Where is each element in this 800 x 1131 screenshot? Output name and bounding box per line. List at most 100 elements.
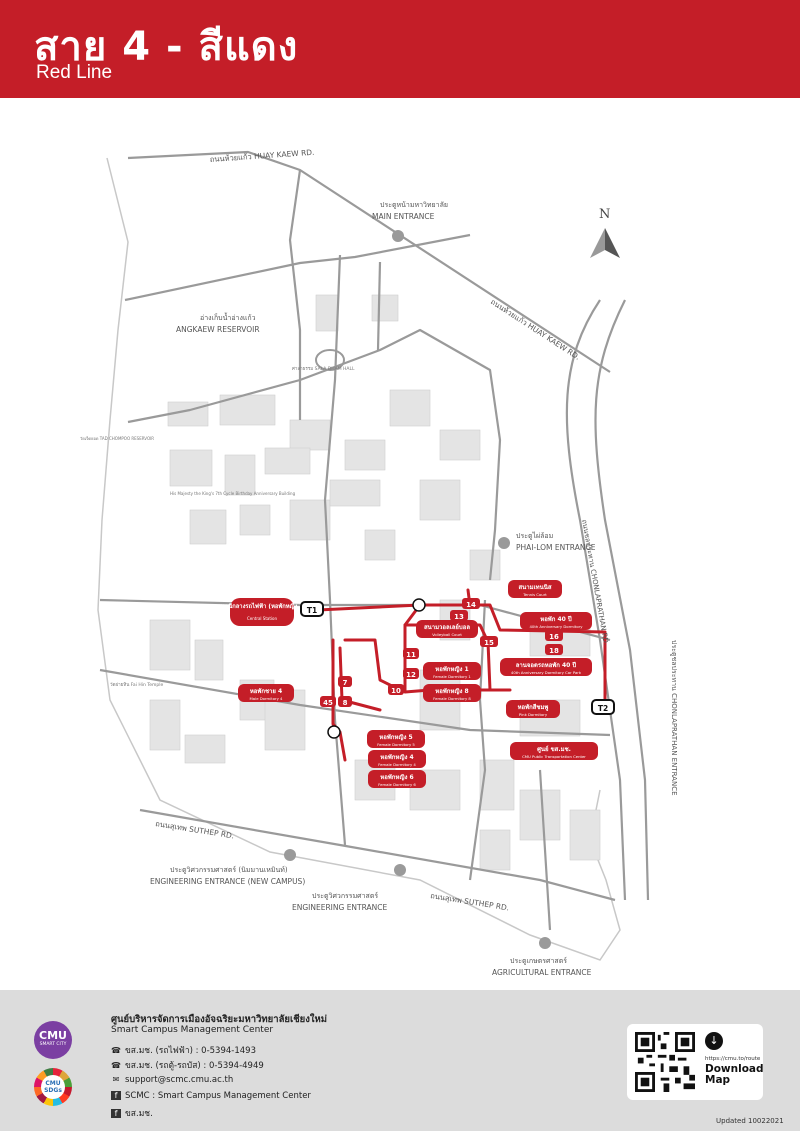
stop-number-8[interactable]: 8 bbox=[338, 696, 352, 707]
svg-text:สนามเทนนิส: สนามเทนนิส bbox=[519, 583, 552, 591]
gate-icon bbox=[284, 849, 296, 861]
terminal-t1[interactable]: T1 bbox=[300, 601, 324, 617]
svg-text:Female Dormitory 1: Female Dormitory 1 bbox=[433, 674, 471, 679]
svg-text:หอพักหญิง 5: หอพักหญิง 5 bbox=[379, 733, 412, 741]
svg-text:หอพักหญิง 8: หอพักหญิง 8 bbox=[435, 687, 468, 695]
stop-cmu-transport-center[interactable]: ศูนย์ ขส.มช. CMU Public Transportation C… bbox=[510, 742, 598, 760]
svg-text:Pink Dormitory: Pink Dormitory bbox=[519, 712, 548, 717]
campus-boundary bbox=[97, 157, 621, 961]
svg-text:Volleyball Court: Volleyball Court bbox=[432, 632, 462, 637]
svg-text:45: 45 bbox=[323, 699, 333, 707]
svg-text:8: 8 bbox=[343, 699, 348, 707]
svg-text:Male Dormitory 4: Male Dormitory 4 bbox=[250, 696, 284, 701]
entrance-eng[interactable]: ประตูวิศวกรรมศาสตร์ ENGINEERING ENTRANCE bbox=[292, 864, 406, 912]
stop-number-15[interactable]: 15 bbox=[480, 636, 498, 647]
stop-number-11[interactable]: 11 bbox=[403, 648, 419, 659]
download-card[interactable]: ↓ https://cmu.to/route Download Map bbox=[627, 1024, 764, 1100]
svg-text:PHAI-LOM ENTRANCE: PHAI-LOM ENTRANCE bbox=[516, 543, 596, 552]
svg-text:ประตูหน้ามหาวิทยาลัย: ประตูหน้ามหาวิทยาลัย bbox=[380, 201, 448, 209]
svg-text:Female Dormitory 8: Female Dormitory 8 bbox=[433, 696, 471, 701]
download-icon[interactable]: ↓ bbox=[705, 1032, 723, 1050]
phone-row-2[interactable]: ☎ขส.มช. (รถตู้-รถบัส) : 0-5394-4949 bbox=[111, 1061, 264, 1071]
cmu-smart-city-logo: CMU SMART CITY bbox=[34, 1021, 72, 1059]
svg-text:Female Dormitory 4: Female Dormitory 4 bbox=[378, 762, 416, 767]
header-banner: สาย 4 - สีแดง Red Line bbox=[0, 0, 800, 98]
landmark-sala-dham: ศาลาธรรม SALA DHAM HALL bbox=[292, 366, 355, 372]
svg-text:ประตูเกษตรศาสตร์: ประตูเกษตรศาสตร์ bbox=[510, 957, 567, 965]
svg-text:CMU Public Transportation Cent: CMU Public Transportation Center bbox=[522, 754, 586, 759]
stop-central-station[interactable]: สถานีกลางรถไฟฟ้า (หอพักหญิง 3) Central S… bbox=[218, 598, 306, 626]
stop-number-16[interactable]: 16 bbox=[545, 630, 563, 641]
sala-dham-circle bbox=[315, 349, 345, 371]
gate-icon bbox=[498, 537, 510, 549]
stop-female-dorm-6[interactable]: หอพักหญิง 6 Female Dormitory 6 bbox=[368, 770, 426, 788]
stop-pink-dormitory[interactable]: หอพักสีชมพู Pink Dormitory bbox=[506, 700, 560, 718]
stop-40th-dormitory[interactable]: หอพัก 40 ปี 40th Anniversary Dormitory bbox=[520, 612, 592, 630]
download-url[interactable]: https://cmu.to/route bbox=[705, 1056, 761, 1062]
svg-text:Central Station: Central Station bbox=[247, 616, 278, 621]
phone-row-1[interactable]: ☎ขส.มช. (รถไฟฟ้า) : 0-5394-1493 bbox=[111, 1046, 256, 1056]
svg-text:หอพักหญิง 6: หอพักหญิง 6 bbox=[380, 773, 413, 781]
gate-icon bbox=[539, 937, 551, 949]
svg-text:สนามวอลเลย์บอล: สนามวอลเลย์บอล bbox=[424, 623, 470, 631]
svg-text:18: 18 bbox=[549, 647, 559, 655]
stop-number-18[interactable]: 18 bbox=[545, 644, 563, 655]
svg-text:10: 10 bbox=[391, 687, 401, 695]
svg-text:14: 14 bbox=[466, 601, 476, 609]
facebook-icon: f bbox=[111, 1109, 121, 1118]
road-label-chonlaprathan-entrance: ประตูชลประทาน CHONLAPRATHAN ENTRANCE bbox=[670, 640, 678, 796]
stop-female-dorm-8[interactable]: หอพักหญิง 8 Female Dormitory 8 bbox=[423, 684, 481, 702]
line-title-th: สาย 4 - สีแดง bbox=[34, 24, 299, 70]
road-label-suthep-left: ถนนสุเทพ SUTHEP RD. bbox=[155, 819, 235, 840]
stop-number-14[interactable]: 14 bbox=[462, 598, 480, 609]
email-icon: ✉ bbox=[112, 1075, 120, 1084]
email-row[interactable]: ✉support@scmc.cmu.ac.th bbox=[112, 1075, 234, 1085]
cmu-sdgs-logo: CMU SDGs bbox=[34, 1068, 72, 1106]
campus-map[interactable]: ถนนห้วยแก้ว HUAY KAEW RD. ถนนห้วยแก้ว HU… bbox=[0, 98, 800, 990]
svg-text:ประตูวิศวกรรมศาสตร์ (นิมมานเหม: ประตูวิศวกรรมศาสตร์ (นิมมานเหมินท์) bbox=[170, 866, 288, 874]
svg-text:อ่างเก็บน้ำอ่างแก้ว: อ่างเก็บน้ำอ่างแก้ว bbox=[200, 311, 256, 322]
line-title-en: Red Line bbox=[36, 62, 113, 83]
gate-icon bbox=[392, 230, 404, 242]
org-name-th: ศูนย์บริหารจัดการเมืองอัจฉริยะมหาวิทยาลั… bbox=[111, 1014, 328, 1025]
stop-female-dorm-1[interactable]: หอพักหญิง 1 Female Dormitory 1 bbox=[423, 662, 481, 680]
svg-text:ENGINEERING ENTRANCE: ENGINEERING ENTRANCE bbox=[292, 903, 388, 912]
svg-text:Female Dormitory 6: Female Dormitory 6 bbox=[378, 782, 416, 787]
landmark-fai-hin: วัดฝายหิน Fai Hin Temple bbox=[110, 682, 163, 688]
updated-date: Updated 10022021 bbox=[716, 1117, 784, 1125]
entrance-main[interactable]: ประตูหน้ามหาวิทยาลัย MAIN ENTRANCE bbox=[372, 201, 448, 242]
svg-text:N: N bbox=[599, 207, 610, 222]
svg-text:40th Anniversary Dormitory Car: 40th Anniversary Dormitory Car Park bbox=[511, 670, 582, 675]
download-map-label: Download Map bbox=[705, 1063, 764, 1086]
road-label-huay-kaew-right: ถนนห้วยแก้ว HUAY KAEW RD. bbox=[489, 297, 582, 362]
stop-number-7[interactable]: 7 bbox=[338, 676, 352, 687]
svg-text:Female Dormitory 5: Female Dormitory 5 bbox=[377, 742, 415, 747]
stop-number-45[interactable]: 45 bbox=[320, 696, 336, 707]
svg-text:MAIN ENTRANCE: MAIN ENTRANCE bbox=[372, 212, 435, 221]
svg-text:หอพักชาย 4: หอพักชาย 4 bbox=[250, 687, 282, 695]
entrance-phai-lom[interactable]: ประตูไผ่ล้อม PHAI-LOM ENTRANCE bbox=[498, 531, 596, 552]
stop-female-dorm-5[interactable]: หอพักหญิง 5 Female Dormitory 5 bbox=[367, 730, 425, 748]
entrance-agri[interactable]: ประตูเกษตรศาสตร์ AGRICULTURAL ENTRANCE bbox=[492, 937, 592, 977]
svg-text:T1: T1 bbox=[307, 606, 317, 615]
stop-male-dorm-4[interactable]: หอพักชาย 4 Male Dormitory 4 bbox=[238, 684, 294, 702]
road-label-suthep-bottom: ถนนสุเทพ SUTHEP RD. bbox=[430, 891, 510, 912]
landmark-angkaew: อ่างเก็บน้ำอ่างแก้ว ANGKAEW RESERVOIR bbox=[176, 311, 260, 334]
landmark-tad-chompoo: วัดเจ็ดยอด TAD CHOMPOO RESERVOIR bbox=[80, 435, 154, 441]
svg-text:40th Anniversary Dormitory: 40th Anniversary Dormitory bbox=[530, 624, 584, 629]
stop-tennis-court[interactable]: สนามเทนนิส Tennis Court bbox=[508, 580, 562, 598]
svg-text:ประตูไผ่ล้อม: ประตูไผ่ล้อม bbox=[516, 531, 553, 540]
stop-40th-dormitory-car-park[interactable]: ลานจอดรถหอพัก 40 ปี 40th Anniversary Dor… bbox=[500, 658, 592, 676]
stop-number-12[interactable]: 12 bbox=[403, 668, 419, 679]
stop-volleyball-court[interactable]: สนามวอลเลย์บอล Volleyball Court bbox=[416, 620, 478, 638]
terminal-t2[interactable]: T2 bbox=[591, 699, 615, 715]
stop-number-13[interactable]: 13 bbox=[450, 610, 468, 621]
svg-text:13: 13 bbox=[454, 613, 464, 621]
stop-number-10[interactable]: 10 bbox=[388, 684, 404, 695]
entrance-eng-new[interactable]: ประตูวิศวกรรมศาสตร์ (นิมมานเหมินท์) ENGI… bbox=[150, 849, 305, 886]
gate-icon bbox=[394, 864, 406, 876]
svg-text:หอพักหญิง 1: หอพักหญิง 1 bbox=[435, 665, 468, 673]
stop-female-dorm-4[interactable]: หอพักหญิง 4 Female Dormitory 4 bbox=[368, 750, 426, 768]
